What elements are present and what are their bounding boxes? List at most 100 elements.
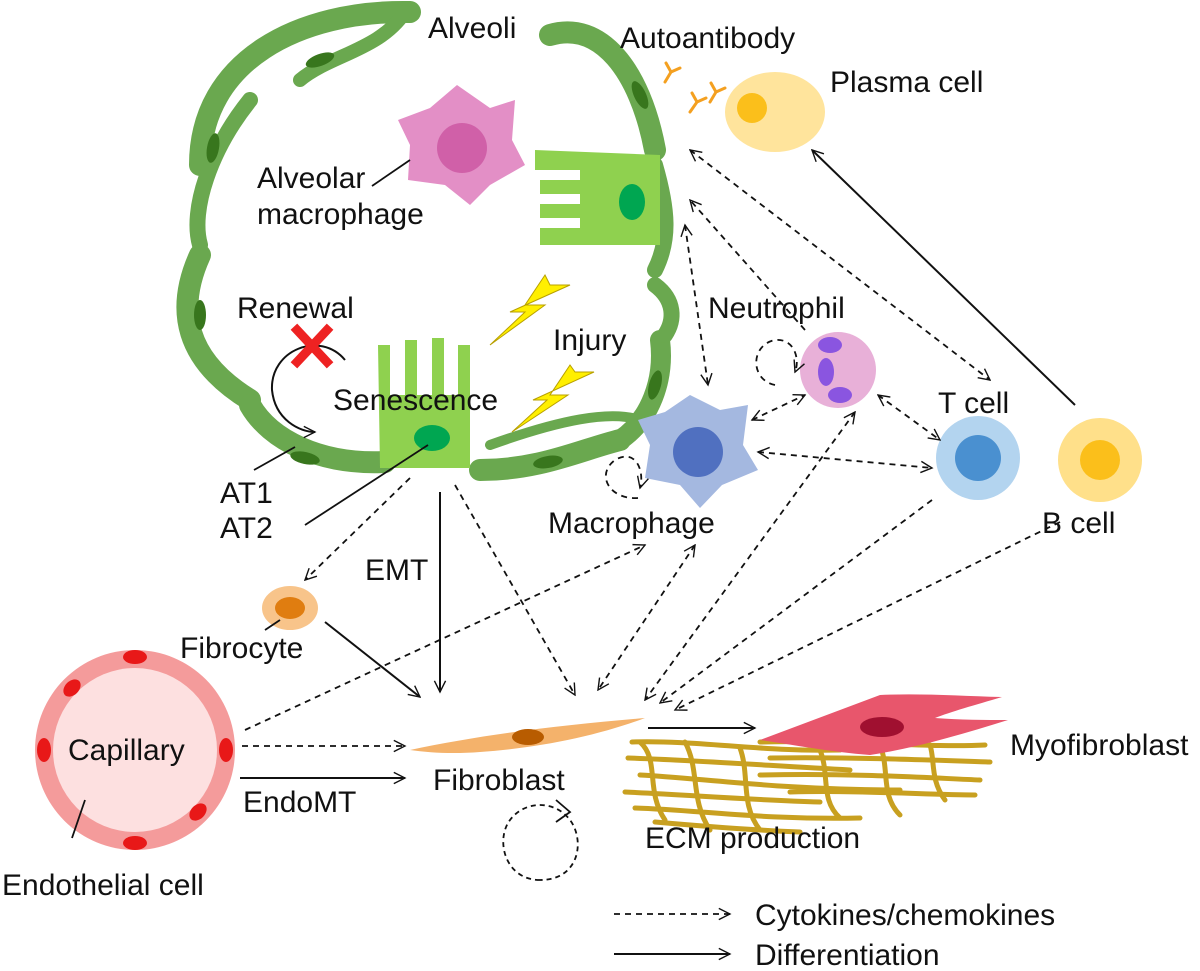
arrow-macrophage-tcell (758, 452, 932, 468)
label-endothelial-cell: Endothelial cell (2, 869, 204, 902)
fibroblast-self-arrowhead (555, 799, 572, 823)
at2-nucleus (619, 184, 645, 220)
renewal-cycle (270, 323, 346, 432)
renewal-arrow (270, 344, 346, 432)
myofibroblast-nucleus (860, 717, 904, 737)
arrow-macrophage-self (604, 455, 641, 499)
plasma-cell (725, 72, 825, 152)
label-myofibroblast: Myofibroblast (1010, 729, 1189, 762)
fibroblast-cell (410, 718, 645, 754)
at1-nucleus (648, 370, 662, 400)
alveolar-wall (176, 244, 261, 411)
neutrophil-lobe (828, 387, 852, 403)
myofibroblast-cell (760, 694, 1008, 755)
at1-nucleus (305, 52, 335, 68)
arrow-tcell-fibroblast (660, 499, 933, 703)
label-emt: EMT (365, 554, 428, 587)
arrow-fibrocyte-fibroblast (324, 621, 420, 697)
blocked-cross-icon (290, 323, 334, 369)
plasma-cell-body (725, 72, 825, 152)
lightning-icon (511, 364, 595, 433)
arrow-neutrophil-fibroblast (645, 412, 855, 700)
plasma-cell-nucleus (737, 93, 767, 123)
b-cell (1058, 418, 1142, 502)
neutrophil-lobe (818, 337, 842, 353)
capillary-lumen (53, 668, 217, 832)
at1-nucleus (533, 455, 563, 469)
label-alveoli: Alveoli (428, 12, 516, 45)
label-autoantibody: Autoantibody (620, 22, 795, 55)
injury-lightning-icons (489, 274, 595, 433)
at1-nucleus (194, 300, 206, 330)
label-plasma-cell: Plasma cell (830, 66, 983, 99)
label-capillary: Capillary (68, 734, 185, 767)
arrow-neutrophil-tcell (878, 395, 940, 440)
ecm-fibers (622, 739, 993, 835)
fibrocyte-nucleus (275, 597, 305, 619)
label-b-cell: B cell (1042, 507, 1115, 540)
arrow-at2-macrophage (685, 225, 708, 385)
legend-cytokines-label: Cytokines/chemokines (755, 899, 1055, 932)
alveolar-wall (189, 92, 258, 253)
endothelial-nucleus (123, 650, 147, 664)
fibrocyte-cell (262, 586, 318, 630)
at1-nucleus (290, 451, 320, 465)
at2-cell-body (535, 150, 660, 245)
b-cell-nucleus (1080, 440, 1120, 480)
arrow-plasma-tcell (690, 150, 990, 380)
antibody-icon (663, 61, 682, 84)
arrow-bcell-fibroblast (675, 521, 1061, 710)
label-injury: Injury (553, 324, 626, 357)
label-alveolar-macrophage-2: macrophage (257, 198, 424, 231)
label-senescence: Senescence (333, 384, 498, 417)
antibody-icon (708, 81, 727, 104)
alveolar-wall (293, 5, 412, 87)
legend-differentiation-label: Differentiation (755, 939, 940, 971)
label-alveolar-macrophage-1: Alveolar (257, 162, 365, 195)
endothelial-nucleus (123, 836, 147, 850)
neutrophil-cell (800, 332, 876, 408)
alveolar-macrophage-cell (398, 85, 525, 205)
alveolar-wall (647, 277, 680, 343)
at1-nucleus (206, 133, 220, 163)
at2-cell-upper (535, 150, 660, 245)
t-cell-nucleus (955, 435, 1001, 481)
alveolar-wall (539, 21, 666, 161)
senescent-nucleus (414, 425, 450, 451)
endothelial-nucleus (63, 679, 81, 697)
endothelial-nuclei (37, 650, 233, 850)
senescent-at2-cell (378, 338, 470, 468)
alveolar-wall (239, 394, 396, 474)
label-neutrophil: Neutrophil (708, 292, 845, 325)
macrophage-nucleus (673, 427, 723, 477)
t-cell (936, 416, 1020, 500)
arrow-neutrophil-at2 (690, 200, 806, 331)
arrow-senescence-fibrocyte (305, 477, 411, 580)
alveolar-macrophage-nucleus (437, 123, 487, 173)
label-at2: AT2 (220, 512, 273, 545)
neutrophil-lobe (818, 358, 834, 386)
lightning-icon (489, 274, 571, 346)
alveolar-wall (485, 411, 645, 450)
endothelial-nucleus (189, 803, 207, 821)
label-fibrocyte: Fibrocyte (180, 632, 303, 665)
alveoli-structure (176, 0, 680, 481)
label-pointers (71, 159, 429, 839)
arrow-macrophage-fibroblast (598, 545, 695, 690)
label-endomt: EndoMT (243, 786, 356, 819)
antibody-icon (688, 91, 708, 114)
at1-nuclei (194, 52, 662, 469)
label-t-cell: T cell (938, 387, 1009, 420)
autoantibody-icons (663, 61, 727, 114)
alveolar-wall (189, 0, 421, 176)
label-fibroblast: Fibroblast (433, 764, 565, 797)
arrow-macrophage-neutrophil (752, 395, 805, 420)
label-macrophage: Macrophage (548, 507, 715, 540)
arrow-senescence-fibroblast (454, 484, 576, 695)
label-renewal: Renewal (237, 292, 354, 325)
fibroblast-nucleus (512, 729, 544, 745)
endothelial-nucleus (37, 738, 51, 762)
arrow-fibroblast-self (502, 804, 579, 881)
cytokine-arrows (242, 150, 1061, 914)
